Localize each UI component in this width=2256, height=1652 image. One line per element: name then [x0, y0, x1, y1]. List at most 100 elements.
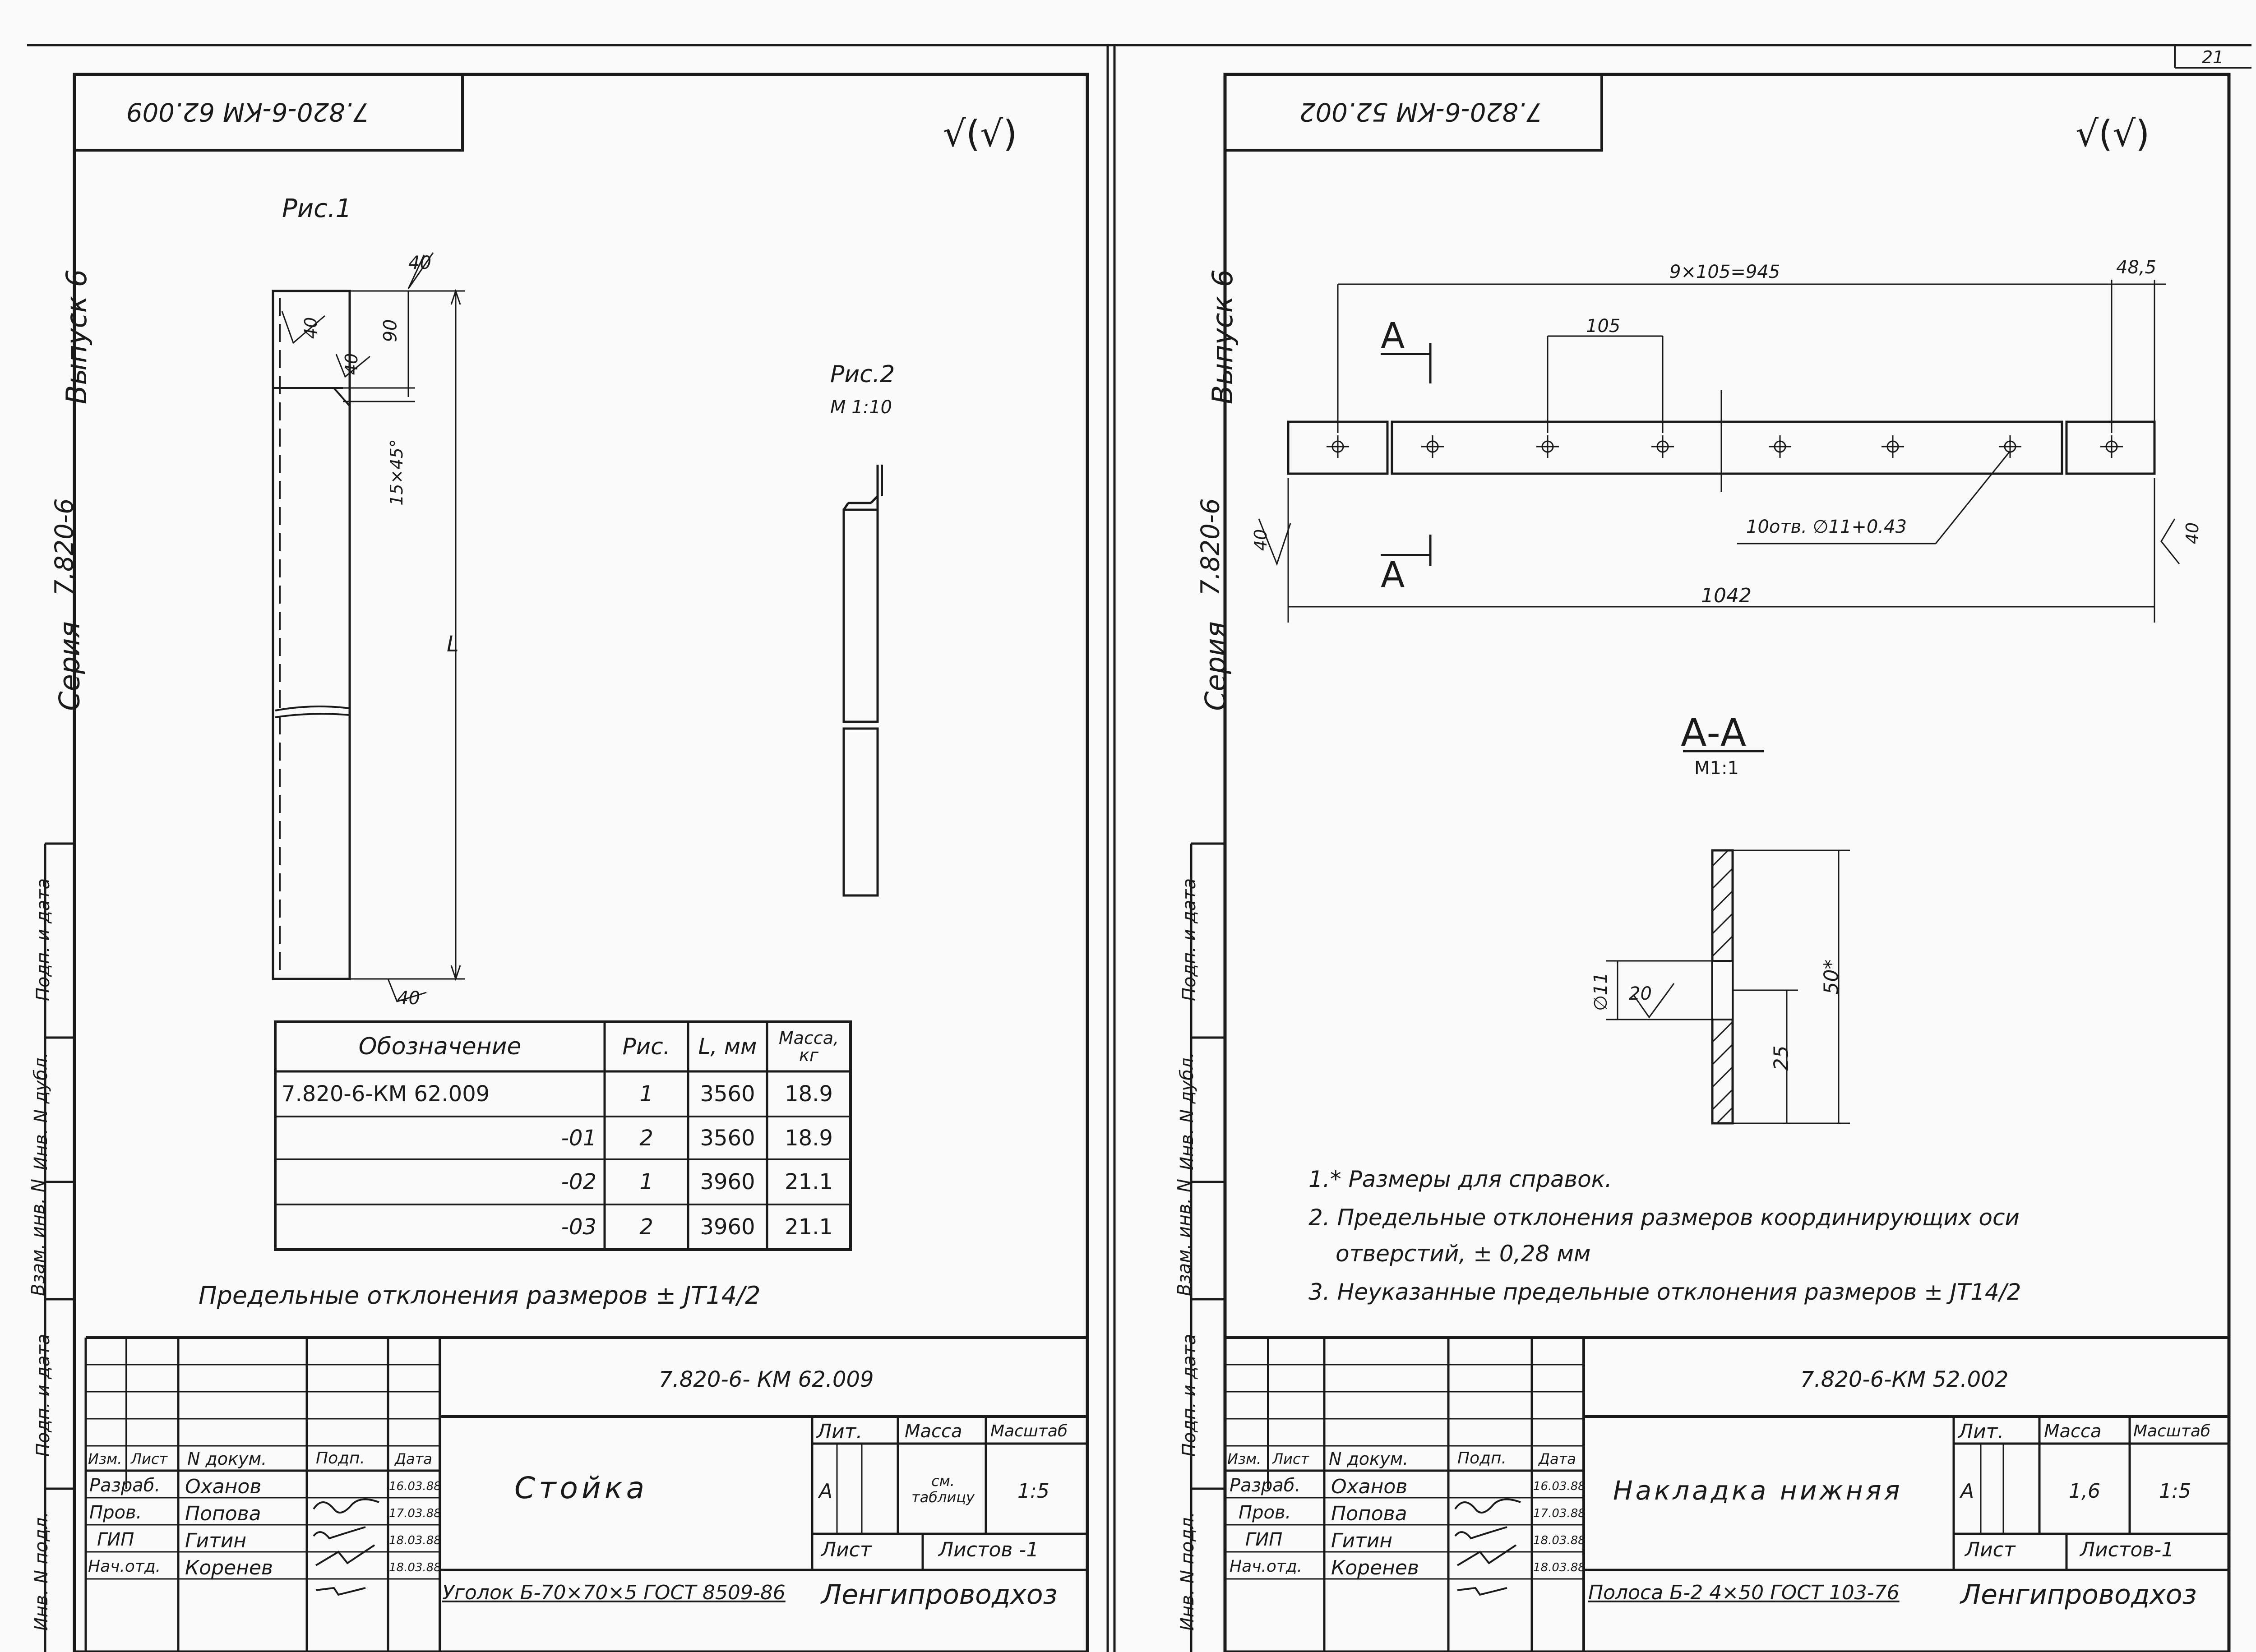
left-tolerance-note: Предельные отклонения размеров ± JT14/2	[199, 1281, 761, 1310]
left-tb-col-sign: Подп.	[316, 1449, 365, 1467]
left-roughness-symbol: √(√)	[943, 113, 1017, 155]
left-side-field-3: Подп. и дата	[33, 878, 54, 1001]
plan-dim-total: 9×105=945	[1669, 262, 1780, 282]
fig1-dim-chamfer: 15×45°	[386, 439, 407, 506]
left-tb-role: ГИП	[97, 1529, 134, 1550]
plan-dim-end: 48,5	[2116, 257, 2157, 278]
left-side-field-5: Инв. N подл.	[31, 1511, 52, 1631]
right-tb-col-list: Лист	[1272, 1450, 1309, 1467]
left-tb-sheets-label: Листов -1	[938, 1538, 1039, 1561]
right-tb-role: Разраб.	[1230, 1475, 1301, 1496]
fig1-weld-a: 40	[301, 317, 321, 339]
right-tb-col-doc: N докум.	[1329, 1449, 1409, 1469]
left-tb-person: Гитин	[185, 1529, 247, 1552]
note-1: 1.* Размеры для справок.	[1308, 1166, 1612, 1192]
right-tb-date: 17.03.88	[1533, 1507, 1586, 1520]
left-tb-person: Оханов	[185, 1475, 262, 1498]
table-cell: 3560	[700, 1081, 755, 1107]
fig2-scale: М 1:10	[830, 397, 892, 418]
left-tb-role: Разраб.	[89, 1475, 161, 1496]
right-tb-person: Попова	[1331, 1502, 1407, 1525]
table-cell: 18.9	[785, 1125, 833, 1151]
table-cell: 3960	[700, 1169, 755, 1195]
right-tb-name: Накладка нижняя	[1613, 1475, 1903, 1506]
left-side-field-4: Подп. и дата	[33, 1334, 54, 1457]
right-tb-org: Ленгипроводхоз	[1960, 1579, 2197, 1610]
left-tb-date: 18.03.88	[389, 1534, 441, 1547]
plan-holes-note: 10отв. ∅11+0.43	[1746, 517, 1907, 537]
note-2-cont: отверстий, ± 0,28 мм	[1336, 1241, 1591, 1267]
right-side-series-num: 7.820-6	[1196, 498, 1225, 596]
left-tb-scale-label: Масштаб	[990, 1422, 1068, 1440]
right-side-field-5: Инв. N подл.	[1177, 1511, 1198, 1631]
left-side-series-num: 7.820-6	[50, 498, 79, 596]
fig1-dim-top: 40	[408, 253, 431, 273]
left-tb-date: 17.03.88	[389, 1507, 441, 1520]
right-side-issue: Выпуск 6	[1206, 269, 1239, 405]
table-cell: 2	[639, 1214, 653, 1240]
table-cell: 1	[639, 1169, 653, 1195]
right-tb-person: Оханов	[1331, 1475, 1408, 1498]
left-tb-col-izm: Изм.	[88, 1450, 122, 1467]
left-side-series-label: Серия	[53, 621, 86, 711]
plan-weld-left: 40	[1251, 529, 1271, 551]
section-weld: 20	[1629, 983, 1652, 1004]
left-tb-col-doc: N докум.	[187, 1449, 267, 1469]
fig1-weld-b: 40	[342, 353, 362, 375]
right-tb-col-date: Дата	[1539, 1450, 1576, 1467]
right-tb-date: 16.03.88	[1533, 1480, 1586, 1493]
table-cell: 2	[639, 1125, 653, 1151]
right-side-field-2: Инв. N дубл.	[1177, 1052, 1197, 1170]
right-side-field-1: Взам. инв. N	[1174, 1179, 1195, 1296]
left-side-field-2: Инв. N дубл.	[31, 1052, 51, 1170]
section-dim-50: 50*	[1820, 959, 1843, 995]
table-row: 7.820-6-КМ 62.009	[282, 1081, 490, 1107]
right-tb-col-sign: Подп.	[1457, 1449, 1507, 1467]
left-tb-name: Стойка	[514, 1471, 648, 1505]
right-tb-material: Полоса Б-2 4×50 ГОСТ 103-76	[1588, 1581, 1900, 1604]
left-tb-role: Нач.отд.	[88, 1557, 161, 1576]
right-side-series-label: Серия	[1199, 621, 1232, 711]
table-row: -01	[561, 1125, 596, 1151]
plan-dim-length: 1042	[1701, 584, 1752, 607]
right-stamp-code: 7.820-6-КМ 52.002	[1299, 97, 1543, 126]
right-tb-date: 18.03.88	[1533, 1561, 1586, 1574]
right-tb-role: Нач.отд.	[1230, 1557, 1303, 1576]
right-tb-code: 7.820-6-КМ 52.002	[1800, 1367, 2009, 1392]
right-side-field-3: Подп. и дата	[1179, 878, 1200, 1001]
right-side-field-4: Подп. и дата	[1179, 1334, 1200, 1457]
left-tb-org: Ленгипроводхоз	[821, 1579, 1058, 1610]
table-header-fig: Рис.	[622, 1034, 670, 1060]
table-header-designation: Обозначение	[358, 1033, 522, 1060]
right-tb-col-izm: Изм.	[1227, 1450, 1262, 1467]
right-tb-lit-label: Лит.	[1958, 1420, 2004, 1443]
right-tb-person: Коренев	[1331, 1556, 1419, 1579]
left-tb-lit: А	[819, 1480, 833, 1503]
left-tb-mass: см. таблицу	[911, 1472, 975, 1506]
table-cell: 1	[639, 1081, 653, 1107]
plan-dim-pitch: 105	[1586, 316, 1621, 337]
table-cell: 3560	[700, 1125, 755, 1151]
note-3: 3. Неуказанные предельные отклонения раз…	[1308, 1279, 2021, 1305]
left-tb-date: 16.03.88	[389, 1480, 441, 1493]
left-tb-lit-label: Лит.	[817, 1420, 863, 1443]
section-dim-25: 25	[1770, 1045, 1793, 1071]
signature-marks	[313, 1498, 1521, 1596]
left-tb-date: 18.03.88	[389, 1561, 441, 1574]
left-tb-person: Попова	[185, 1502, 261, 1525]
left-side-field-1: Взам. инв. N	[28, 1179, 49, 1296]
section-dim-hole: ∅11	[1590, 972, 1611, 1011]
fig1-title: Рис.1	[282, 194, 352, 223]
fig1-dim-L: L	[447, 632, 459, 657]
table-header-length: L, мм	[698, 1034, 757, 1059]
left-tb-col-date: Дата	[395, 1450, 432, 1467]
table-row: -03	[561, 1214, 596, 1240]
table-cell: 21.1	[785, 1169, 833, 1195]
left-tb-code: 7.820-6- КМ 62.009	[659, 1367, 874, 1392]
table-cell: 18.9	[785, 1081, 833, 1107]
right-tb-scale-label: Масштаб	[2133, 1422, 2211, 1440]
right-tb-date: 18.03.88	[1533, 1534, 1586, 1547]
right-tb-person: Гитин	[1331, 1529, 1393, 1552]
section-scale: М1:1	[1694, 758, 1739, 779]
right-roughness-symbol: √(√)	[2076, 113, 2150, 155]
